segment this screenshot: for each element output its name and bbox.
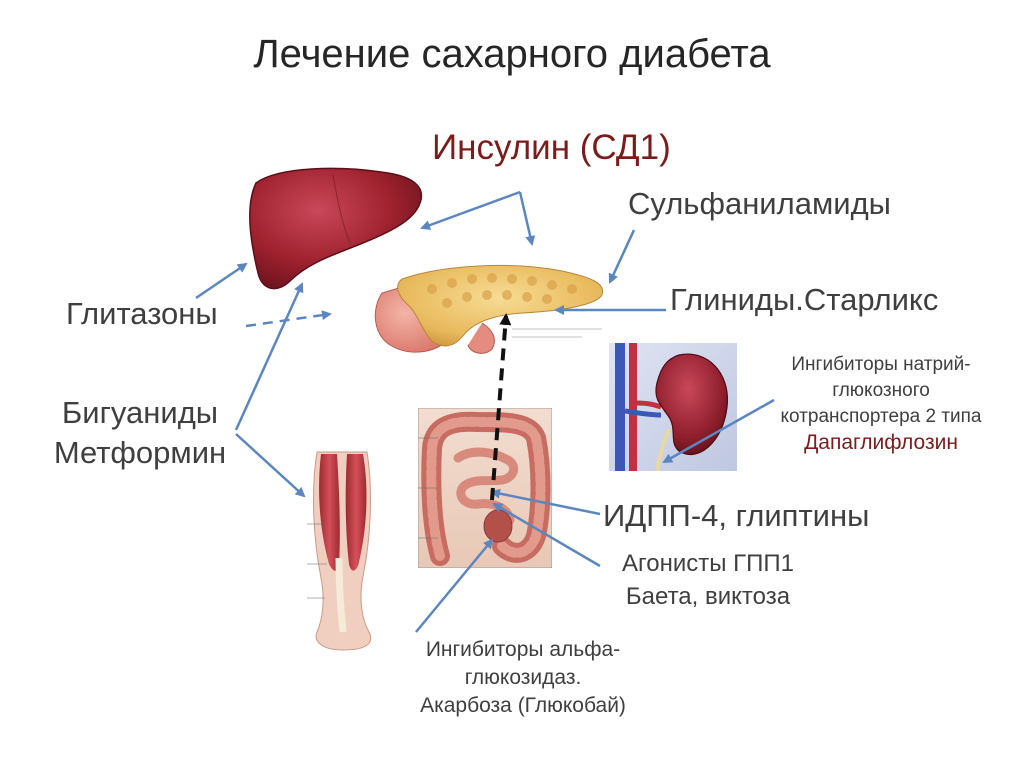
kidney-icon	[609, 343, 737, 471]
slide-title: Лечение сахарного диабета	[253, 32, 771, 76]
label-glitazones: Глитазоны	[66, 296, 218, 331]
label-glinides: Глиниды.Старликс	[670, 282, 939, 317]
label-sglt2-line2: глюкозного	[832, 380, 930, 401]
label-sglt2-line1: Ингибиторы натрий-	[791, 354, 971, 375]
arrow-sglt2-to-kidney	[662, 398, 775, 464]
arrow-sulfonylureas-to-pancreas	[608, 229, 636, 284]
leg-muscle-icon	[307, 451, 372, 651]
label-alpha-line2: глюкозидаз.	[464, 666, 582, 689]
arrow-insulin-to-pancreas	[518, 191, 536, 246]
label-sglt2-line3: котранспортера 2 типа	[780, 406, 982, 427]
label-biguanides-line2: Метформин	[53, 435, 227, 470]
label-glp1: Агонисты ГПП1 Баета, виктоза	[602, 547, 814, 613]
pancreas-icon	[374, 264, 604, 354]
arrow-alpha-to-intestine	[415, 538, 494, 633]
label-glp1-line2: Баета, виктоза	[625, 583, 791, 610]
arrow-glitazones-to-liver	[195, 262, 248, 300]
arrow-dpp4-to-intestine	[490, 488, 601, 516]
label-alpha-line3: Акарбоза (Глюкобай)	[420, 694, 626, 717]
label-sulfonylureas: Сульфаниламиды	[628, 186, 891, 221]
label-glp1-line1: Агонисты ГПП1	[622, 550, 794, 577]
label-alpha-line1: Ингибиторы альфа-	[425, 638, 621, 661]
label-sglt2-drug: Дапаглифлозин	[804, 431, 958, 454]
arrow-insulin-to-liver	[420, 190, 521, 230]
intestine-icon	[418, 408, 552, 568]
arrow-biguanides-to-muscle	[235, 433, 306, 498]
arrow-glitazones-to-pancreas	[245, 310, 332, 328]
label-insulin: Инсулин (СД1)	[432, 128, 671, 167]
label-dpp4: ИДПП-4, глиптины	[603, 498, 870, 533]
arrow-biguanides-to-liver	[234, 282, 304, 431]
liver-icon	[249, 167, 423, 290]
arrow-glp1-to-intestine	[492, 502, 601, 568]
arrow-intestine-to-pancreas	[490, 313, 512, 501]
label-sglt2: Ингибиторы натрий- глюкозного котранспор…	[770, 352, 992, 456]
label-alpha-glucosidase: Ингибиторы альфа- глюкозидаз. Акарбоза (…	[378, 636, 668, 720]
label-biguanides-line1: Бигуаниды	[61, 395, 219, 430]
label-biguanides: Бигуаниды Метформин	[34, 393, 246, 473]
